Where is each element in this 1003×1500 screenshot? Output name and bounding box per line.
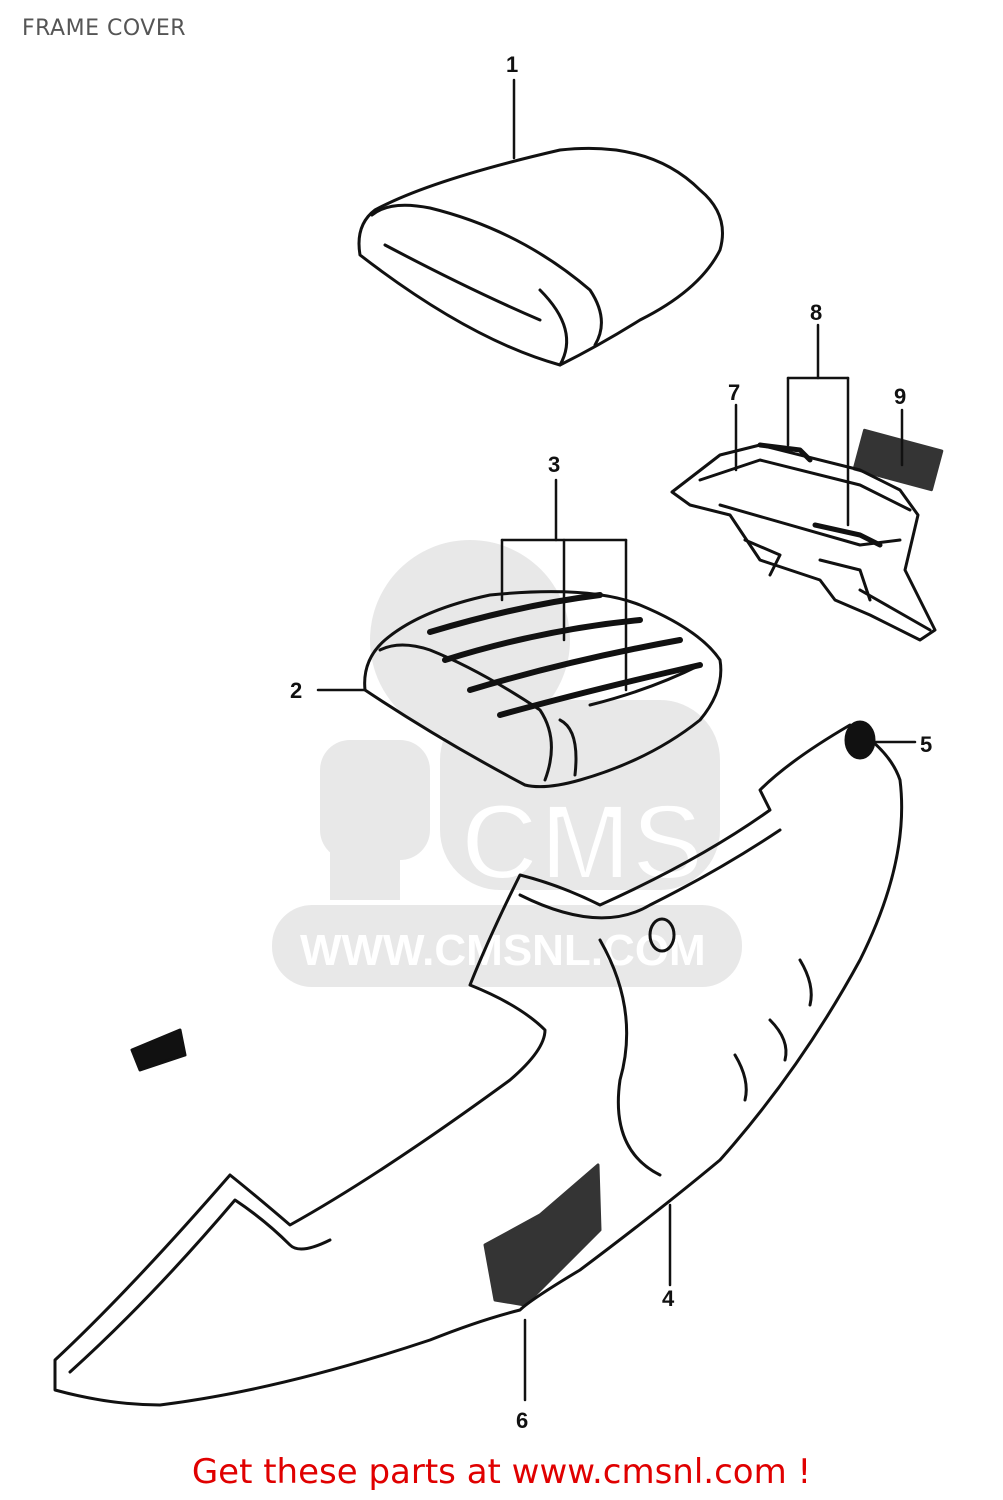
watermark-logo-text: CMS: [460, 781, 704, 904]
part-label-9: 9: [894, 384, 906, 409]
part-6-emblem: [483, 1163, 602, 1307]
part-label-2: 2: [290, 678, 302, 703]
part-label-8: 8: [810, 300, 822, 325]
part-4-frame-cover: [53, 723, 904, 1407]
watermark-mechanic-logo: [320, 540, 720, 900]
part-3-stripes: [427, 592, 703, 718]
part-5-cushion: [844, 720, 876, 760]
get-parts-link[interactable]: Get these parts at www.cmsnl.com !: [191, 1452, 812, 1492]
part-8-bracket-tapes: [757, 442, 883, 548]
watermark-url-band: [272, 905, 742, 987]
part-label-3: 3: [548, 452, 560, 477]
small-clip: [130, 1028, 187, 1072]
part-label-5: 5: [920, 732, 932, 757]
page-title: FRAME COVER: [22, 16, 187, 41]
part-label-1: 1: [506, 52, 518, 77]
watermark: CMS WWW.CMSNL.COM: [272, 540, 742, 987]
part-labels: 1 2 3 4 5 6 7 8 9: [290, 52, 932, 1433]
part-1-seat: [357, 146, 724, 367]
part-label-4: 4: [662, 1286, 675, 1311]
part-7-bracket: [670, 443, 937, 642]
part-label-6: 6: [516, 1408, 528, 1433]
part-label-7: 7: [728, 380, 740, 405]
part-9-label: [852, 428, 944, 492]
watermark-url-text: WWW.CMSNL.COM: [300, 926, 706, 975]
leader-lines: [316, 78, 917, 1402]
